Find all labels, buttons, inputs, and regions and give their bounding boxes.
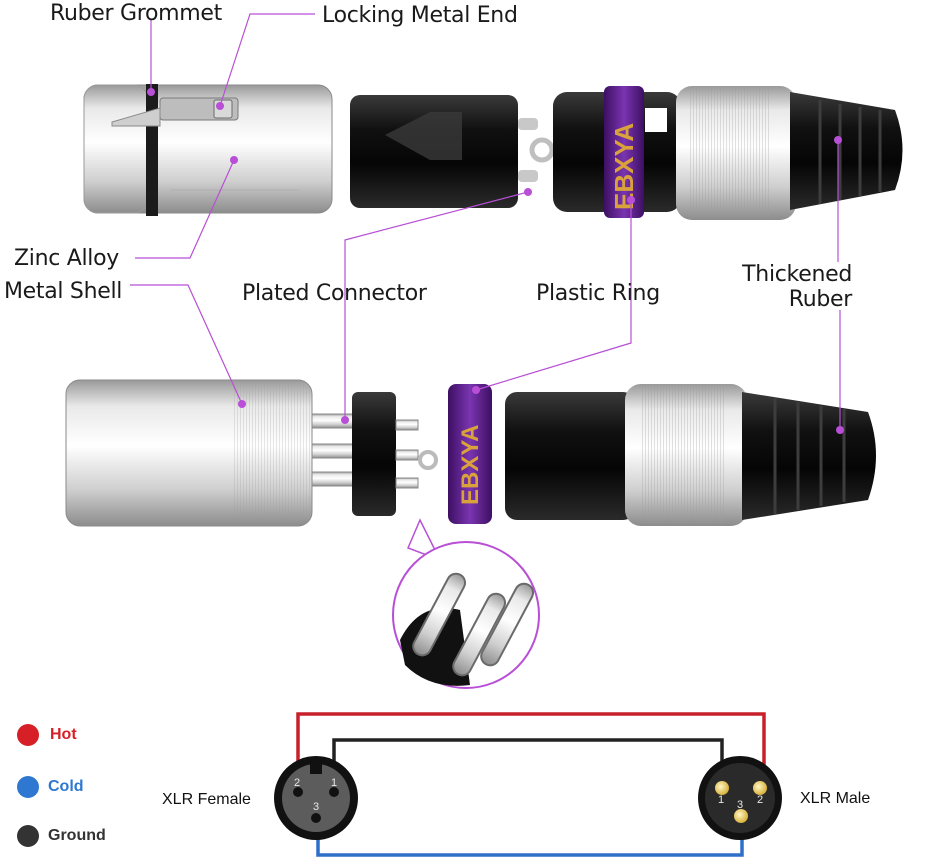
xlr-male-face-inner xyxy=(705,763,775,833)
legend-cold-label: Cold xyxy=(48,778,84,795)
male-black-collar xyxy=(505,392,635,520)
cold-wire xyxy=(316,820,744,857)
xlr-male-pin-1 xyxy=(715,781,729,795)
xlr-female-pin-3 xyxy=(311,813,321,823)
xlr-female-pin-1 xyxy=(329,787,339,797)
male-rear-pins xyxy=(395,419,438,489)
xlr-male-label: XLR Male xyxy=(800,790,871,807)
female-collar-slot xyxy=(645,108,667,132)
label-metal-shell: Metal Shell xyxy=(4,279,123,304)
insert-lug xyxy=(529,137,555,163)
female-connector-exploded: EBXYA xyxy=(83,84,903,220)
label-rubber-grommet: Ruber Grommet xyxy=(50,1,222,26)
locking-latch xyxy=(213,99,233,119)
xlr-female-pin-1-label: 1 xyxy=(331,777,337,789)
female-plastic-ring xyxy=(604,86,644,218)
male-boot-ribs xyxy=(773,398,846,514)
female-knurl-texture xyxy=(690,88,770,218)
xlr-female-pin-3-label: 3 xyxy=(313,801,319,813)
xlr-male-pin-3-label: 3 xyxy=(737,799,743,811)
annotation-lines xyxy=(130,13,841,430)
ground-wire xyxy=(332,738,724,780)
male-boot xyxy=(742,392,876,520)
female-boot-ribs xyxy=(818,100,882,204)
male-connector-exploded: EBXYA xyxy=(65,379,876,527)
pin-zoom-callout xyxy=(392,518,540,689)
male-shell-thread xyxy=(232,386,312,520)
female-boot xyxy=(790,92,903,210)
legend-ground-label: Ground xyxy=(48,827,106,844)
xlr-female-pin-2 xyxy=(293,787,303,797)
legend-hot-label: Hot xyxy=(50,726,77,743)
hot-wire xyxy=(296,712,766,776)
rubber-grommet-ring xyxy=(146,84,158,216)
xlr-female-key xyxy=(310,760,322,774)
annotation-dots xyxy=(147,88,844,434)
male-insert-body xyxy=(352,392,396,516)
male-knurl-texture xyxy=(640,386,724,524)
insert-window xyxy=(385,112,462,160)
xlr-male-pin-1-label: 1 xyxy=(718,794,724,806)
label-thickened: Thickened xyxy=(742,262,852,287)
latch-tab xyxy=(111,107,161,127)
insert-solder-cup-2 xyxy=(518,170,538,182)
label-ruber: Ruber xyxy=(788,287,853,312)
female-shell-front-lip xyxy=(83,84,149,214)
xlr-male-pin-2 xyxy=(753,781,767,795)
label-plated-connector: Plated Connector xyxy=(242,281,427,306)
male-pins xyxy=(311,413,357,487)
legend-dots xyxy=(17,724,39,847)
label-plastic-ring: Plastic Ring xyxy=(536,281,660,306)
zoom-pins xyxy=(412,572,535,677)
xlr-female-face-inner xyxy=(282,764,350,832)
label-zinc-alloy: Zinc Alloy xyxy=(14,246,119,271)
xlr-female-label: XLR Female xyxy=(162,791,251,808)
wiring-diagram: 2 1 3 1 2 3 xyxy=(274,712,782,857)
legend-ground-dot xyxy=(17,825,39,847)
insert-solder-cup xyxy=(518,118,538,130)
male-ring-text: EBXYA xyxy=(457,425,484,505)
female-ring-text: EBXYA xyxy=(609,123,639,210)
xlr-male-pin-2-label: 2 xyxy=(757,794,763,806)
legend-hot-dot xyxy=(17,724,39,746)
xlr-female-pin-2-label: 2 xyxy=(294,777,300,789)
legend-cold-dot xyxy=(17,776,39,798)
male-plastic-ring xyxy=(448,384,492,524)
label-locking-metal-end: Locking Metal End xyxy=(322,3,518,28)
xlr-male-pin-3 xyxy=(734,809,748,823)
